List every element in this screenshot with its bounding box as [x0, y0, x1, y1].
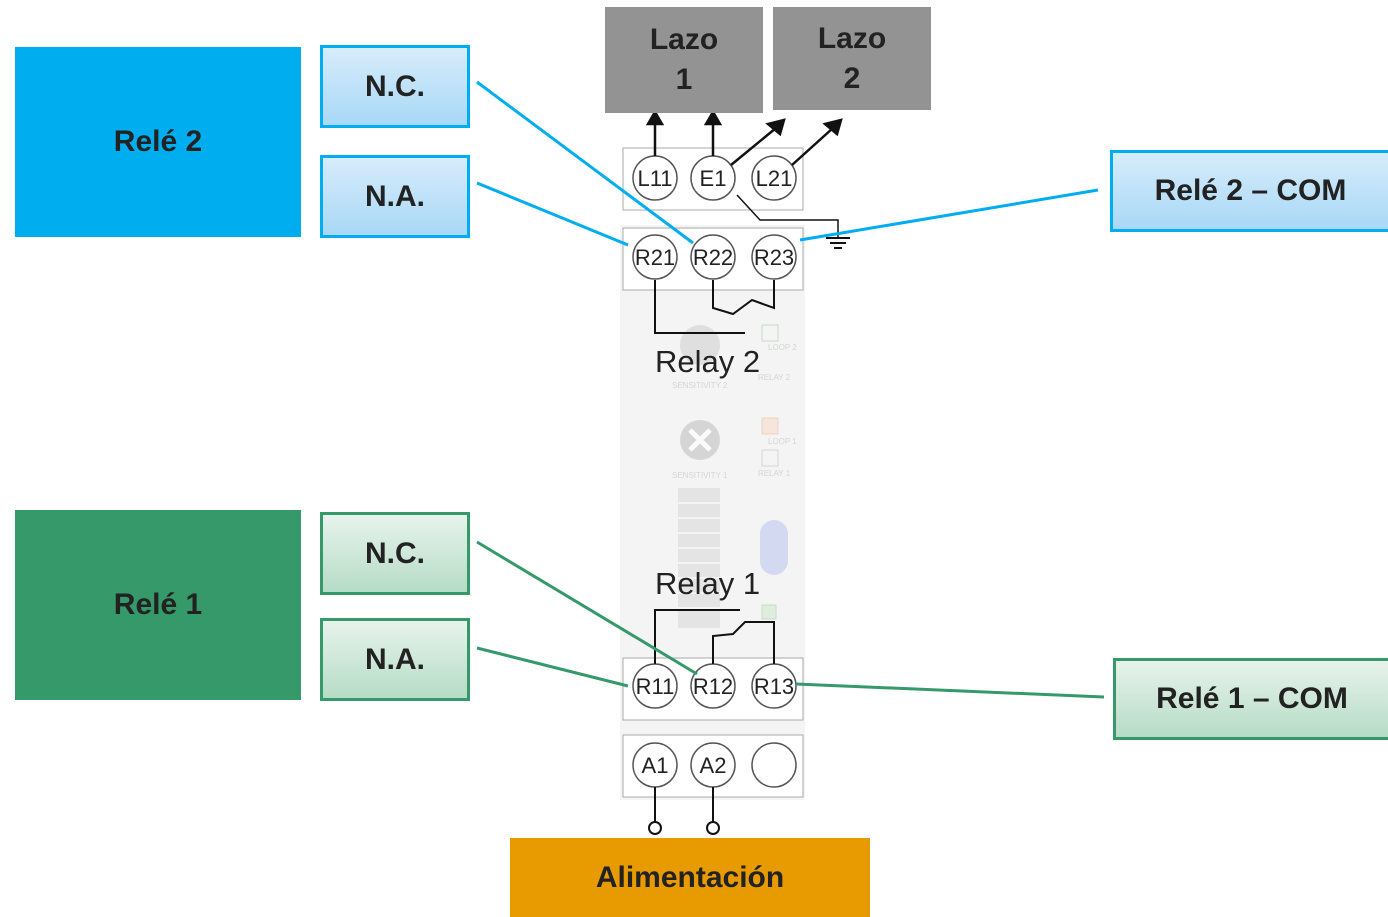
terminal-L11: L11 — [637, 166, 672, 191]
sensitivity2-text: SENSITIVITY 2 — [672, 381, 728, 390]
loop2-text: Lazo 2 — [817, 21, 887, 95]
relay1-com-text: Relé 1 – COM — [1156, 682, 1348, 715]
relay1-block: Relé 1 — [15, 510, 301, 700]
terminal-R21: R21 — [635, 245, 675, 270]
dip-switches — [678, 488, 720, 628]
led-loop2 — [761, 324, 779, 342]
terminal-A2: A2 — [700, 753, 727, 778]
relay1-title: Relé 1 — [113, 588, 203, 621]
ground-icon — [826, 237, 850, 249]
terminal-R12: R12 — [693, 674, 733, 699]
device-relay1-label: Relay 1 — [655, 566, 760, 601]
led-loop1 — [761, 417, 779, 435]
relay1-nc-text: N.C. — [365, 536, 425, 570]
led-relay1-status — [761, 604, 777, 620]
relay1-led-text: RELAY 1 — [758, 469, 791, 478]
device-relay2-label: Relay 2 — [655, 344, 760, 379]
loop1-box: Lazo 1 — [605, 7, 763, 113]
loop2-led-text: LOOP 2 — [768, 343, 797, 352]
relay2-na-label: N.A. — [320, 155, 470, 238]
relay2-na-text: N.A. — [365, 179, 425, 213]
power-text: Alimentación — [595, 860, 785, 894]
terminal-R11: R11 — [636, 674, 675, 699]
led-relay1 — [761, 449, 779, 467]
relay1-na-label: N.A. — [320, 618, 470, 701]
relay2-nc-text: N.C. — [365, 69, 425, 103]
relay1-na-text: N.A. — [365, 642, 425, 676]
relay2-title: Relé 2 — [113, 125, 203, 158]
device-panel: SENSITIVITY 2 SENSITIVITY 1 LOOP 2 RELAY… — [672, 324, 797, 628]
terminal-R22: R22 — [693, 245, 733, 270]
terminal-R13: R13 — [754, 674, 794, 699]
relay2-led-text: RELAY 2 — [758, 373, 791, 382]
terminal-L21: L21 — [756, 166, 793, 191]
relay2-block: Relé 2 — [15, 47, 301, 237]
power-box: Alimentación — [510, 838, 870, 917]
terminal-R23: R23 — [754, 245, 794, 270]
relay1-com-label: Relé 1 – COM — [1113, 658, 1388, 740]
loop2-box: Lazo 2 — [773, 7, 931, 110]
relay2-com-label: Relé 2 – COM — [1110, 150, 1388, 232]
sensitivity2-dial — [680, 325, 720, 365]
reset-button — [760, 520, 788, 575]
terminal-E1: E1 — [700, 166, 727, 191]
relay2-nc-label: N.C. — [320, 45, 470, 128]
sensitivity1-text: SENSITIVITY 1 — [672, 471, 728, 480]
relay2-com-text: Relé 2 – COM — [1154, 174, 1347, 207]
terminal-A1: A1 — [642, 753, 669, 778]
dial-cross-icon — [688, 428, 712, 452]
relay1-nc-label: N.C. — [320, 512, 470, 595]
loop1-led-text: LOOP 1 — [768, 437, 797, 446]
loop1-text: Lazo 1 — [649, 23, 719, 96]
